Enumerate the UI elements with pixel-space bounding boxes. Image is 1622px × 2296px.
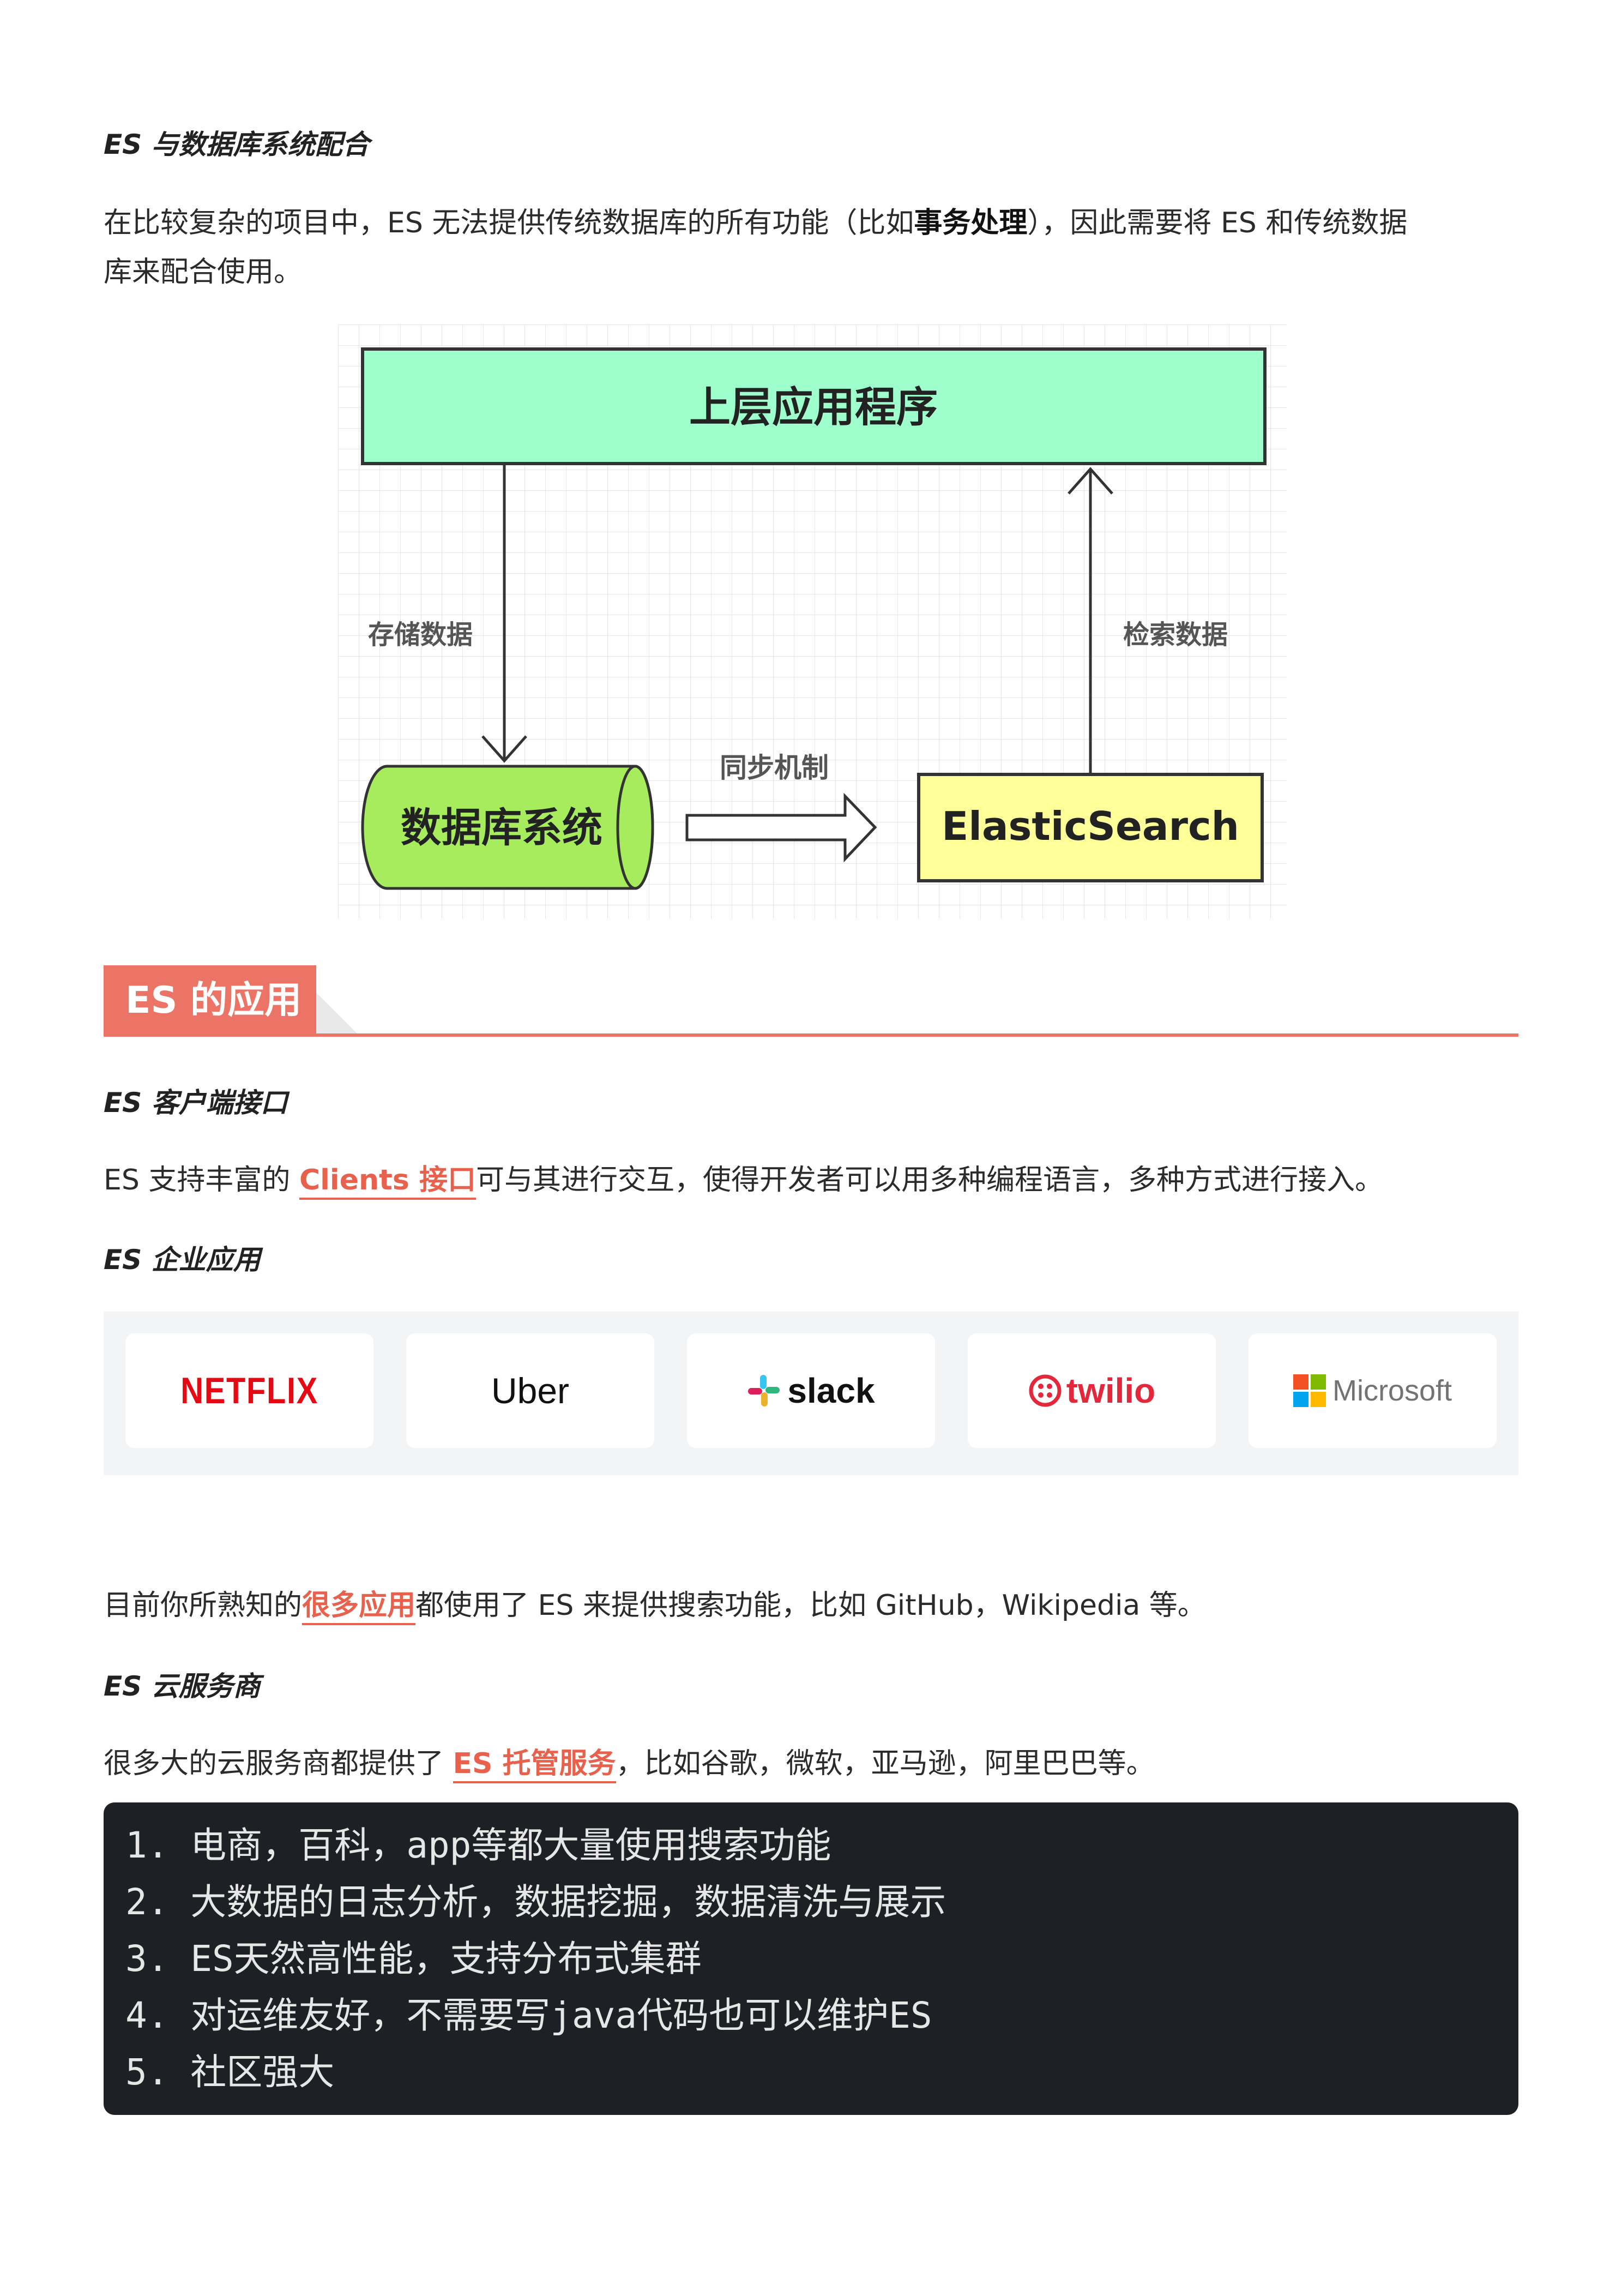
top-app-box [361,347,1267,465]
slack-logo: slack [787,1371,875,1410]
sync-label: 同步机制 [720,752,829,784]
logo-card-slack: slack [687,1333,935,1448]
microsoft-logo: Microsoft [1332,1374,1452,1407]
heading-es-db: ES 与数据库系统配合 [104,129,370,160]
microsoft-icon [1293,1374,1326,1407]
paragraph-es-db-line2: 库来配合使用。 [104,256,303,288]
code-line: 1. 电商，百科，app等都大量使用搜索功能 [125,1824,831,1866]
es-hosting-link[interactable]: ES 托管服务 [453,1747,616,1783]
database-cylinder-cap [616,765,654,890]
para-bold-text: 事务处理 [914,207,1028,239]
elasticsearch-box [917,773,1264,882]
heading-enterprise: ES 企业应用 [104,1244,261,1276]
section-title-fold [316,993,360,1036]
retrieve-data-label: 检索数据 [1123,620,1228,650]
clients-link[interactable]: Clients 接口 [299,1164,476,1200]
paragraph-es-db: 在比较复杂的项目中，ES 无法提供传统数据库的所有功能（比如事务处理），因此需要… [104,199,1407,247]
para-text: 在比较复杂的项目中，ES 无法提供传统数据库的所有功能（比如 [104,207,914,239]
para-text: ES 支持丰富的 [104,1164,299,1197]
slack-icon [748,1375,780,1407]
para-text: ，比如谷歌，微软，亚马逊，阿里巴巴等。 [616,1747,1155,1780]
elasticsearch-label: ElasticSearch [942,803,1239,849]
logo-card-uber: Uber [406,1333,654,1448]
twilio-icon [1029,1374,1062,1407]
logo-card-twilio: twilio [968,1333,1216,1448]
diagram-svg: 上层应用程序 存储数据 检索数据 数据库系统 同步机制 ElasticSearc… [338,324,1287,919]
company-logo-band: NETFLIX Uber slack twilio Microsoft [104,1312,1518,1475]
many-apps-link[interactable]: 很多应用 [302,1589,416,1625]
logo-card-microsoft: Microsoft [1249,1333,1497,1448]
retrieve-arrow-head [1068,467,1113,495]
netflix-logo: NETFLIX [180,1370,318,1411]
architecture-diagram: 上层应用程序 存储数据 检索数据 数据库系统 同步机制 ElasticSearc… [338,324,1287,919]
store-arrow-head [481,735,527,763]
para-text: 可与其进行交互，使得开发者可以用多种编程语言，多种方式进行接入。 [475,1164,1383,1197]
paragraph-clients: ES 支持丰富的 Clients 接口可与其进行交互，使得开发者可以用多种编程语… [104,1156,1383,1204]
heading-clients: ES 客户端接口 [104,1087,288,1119]
section-divider [104,1033,1518,1037]
paragraph-cloud: 很多大的云服务商都提供了 ES 托管服务，比如谷歌，微软，亚马逊，阿里巴巴等。 [104,1740,1155,1788]
para-text: 都使用了 ES 来提供搜索功能，比如 GitHub，Wikipedia 等。 [415,1589,1206,1622]
para-text: ），因此需要将 ES 和传统数据 [1027,207,1408,239]
code-line: 5. 社区强大 [125,2051,335,2093]
code-line: 2. 大数据的日志分析，数据挖掘，数据清洗与展示 [125,1881,946,1923]
para-text: 很多大的云服务商都提供了 [104,1747,453,1780]
twilio-logo: twilio [1066,1371,1156,1410]
code-line: 4. 对运维友好，不需要写java代码也可以维护ES [125,1994,932,2036]
section-title-es-apps: ES 的应用 [104,965,316,1036]
uber-logo: Uber [491,1371,570,1411]
code-line: 3. ES天然高性能，支持分布式集群 [125,1938,702,1980]
sync-arrow [685,792,877,863]
logo-card-netflix: NETFLIX [125,1333,373,1448]
paragraph-enterprise: 目前你所熟知的很多应用都使用了 ES 来提供搜索功能，比如 GitHub，Wik… [104,1582,1206,1630]
code-block: 1. 电商，百科，app等都大量使用搜索功能 2. 大数据的日志分析，数据挖掘，… [104,1802,1518,2115]
top-app-label: 上层应用程序 [689,383,938,431]
heading-cloud: ES 云服务商 [104,1670,261,1702]
store-data-label: 存储数据 [368,620,473,650]
database-label: 数据库系统 [401,804,602,851]
para-text: 目前你所熟知的 [104,1589,303,1622]
